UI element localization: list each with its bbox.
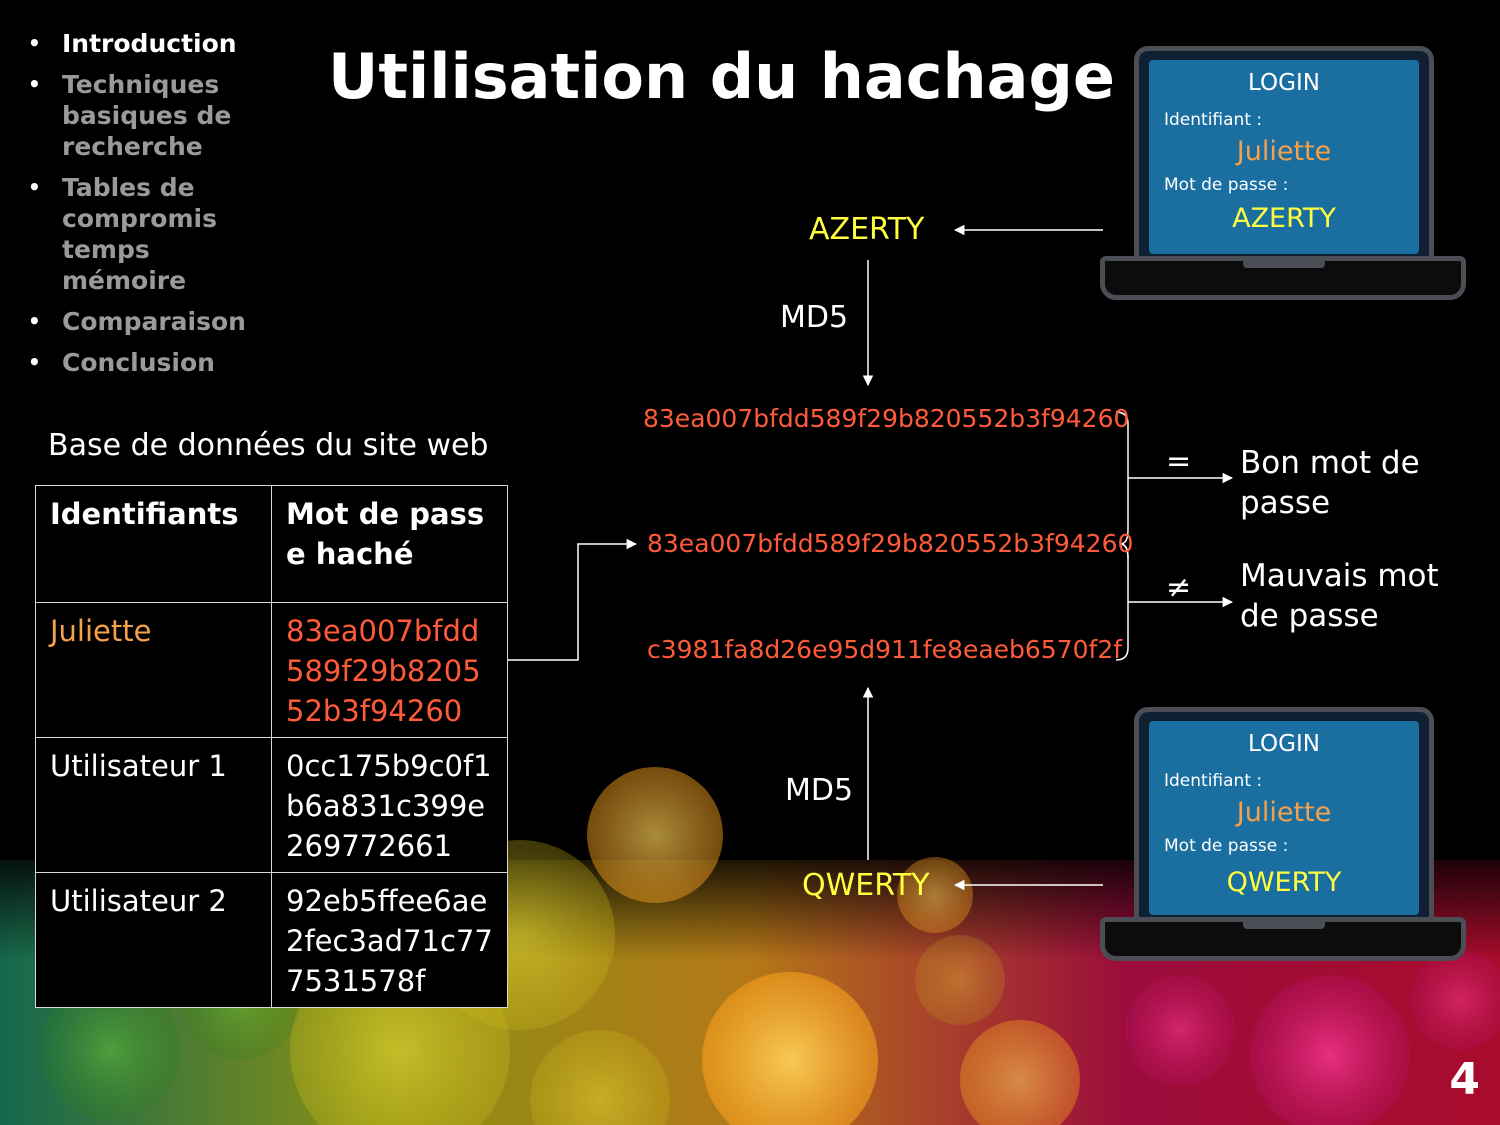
nav-item-label: Comparaison bbox=[62, 307, 246, 336]
nav-item-1[interactable]: • Techniques basiques de recherche bbox=[28, 69, 268, 162]
laptop-notch bbox=[1243, 256, 1325, 268]
laptop-login-qwerty: LOGIN Identifiant : Juliette Mot de pass… bbox=[1100, 707, 1470, 969]
top-md5-label: MD5 bbox=[780, 300, 849, 335]
row-hash-utilisateur-1: 0cc175b9c0f1b6a831c399e269772661 bbox=[271, 737, 508, 873]
bullet-icon: • bbox=[28, 72, 41, 96]
bottom-md5-label: MD5 bbox=[785, 773, 854, 808]
login-title: LOGIN bbox=[1248, 731, 1320, 757]
laptop-screen: LOGIN Identifiant : Juliette Mot de pass… bbox=[1149, 60, 1419, 254]
bullet-icon: • bbox=[28, 31, 41, 55]
brace-bottom bbox=[1115, 543, 1129, 661]
database-table: Identifiants Mot de passe haché Juliette… bbox=[35, 485, 508, 1008]
hash-middle: 83ea007bfdd589f29b820552b3f94260 bbox=[647, 529, 1134, 558]
nav-item-0[interactable]: • Introduction bbox=[28, 28, 268, 59]
top-password-label: AZERTY bbox=[809, 212, 925, 247]
good-password-result: Bon mot de passe bbox=[1240, 445, 1420, 521]
identifiant-value: Juliette bbox=[1236, 136, 1332, 167]
login-title: LOGIN bbox=[1248, 70, 1320, 96]
nav-item-2[interactable]: • Tables de compromis temps mémoire bbox=[28, 172, 268, 296]
nav-item-label: Introduction bbox=[62, 29, 237, 58]
row-id-juliette: Juliette bbox=[35, 602, 272, 738]
table-row: Utilisateur 1 0cc175b9c0f1b6a831c399e269… bbox=[35, 737, 508, 873]
equal-symbol: = bbox=[1166, 444, 1192, 479]
nav-item-4[interactable]: • Conclusion bbox=[28, 347, 268, 378]
laptop-screen: LOGIN Identifiant : Juliette Mot de pass… bbox=[1149, 721, 1419, 915]
table-row: Juliette 83ea007bfdd589f29b820552b3f9426… bbox=[35, 602, 508, 738]
identifiant-value: Juliette bbox=[1236, 797, 1332, 828]
laptop-notch bbox=[1243, 917, 1325, 929]
arrow-table-to-hash bbox=[508, 538, 638, 661]
page-number: 4 bbox=[1449, 1054, 1480, 1105]
row-id-utilisateur-2: Utilisateur 2 bbox=[35, 872, 272, 1008]
identifiant-label: Identifiant : bbox=[1164, 110, 1263, 130]
bottom-password-label: QWERTY bbox=[802, 868, 930, 903]
section-navigation: • Introduction • Techniques basiques de rec… bbox=[28, 28, 268, 388]
bullet-icon: • bbox=[28, 175, 41, 199]
row-hash-juliette: 83ea007bfdd589f29b820552b3f94260 bbox=[271, 602, 508, 738]
laptop-login-azerty: LOGIN Identifiant : Juliette Mot de pass… bbox=[1100, 46, 1470, 308]
not-equal-symbol: ≠ bbox=[1166, 570, 1192, 605]
bullet-icon: • bbox=[28, 350, 41, 374]
nav-item-label: Techniques basiques de recherche bbox=[62, 70, 232, 161]
hash-bottom: c3981fa8d26e95d911fe8eaeb6570f2f bbox=[647, 635, 1123, 664]
nav-item-label: Tables de compromis temps mémoire bbox=[62, 173, 217, 295]
slide-title: Utilisation du hachage bbox=[328, 40, 1115, 113]
table-header-row: Identifiants Mot de passe haché bbox=[35, 485, 508, 603]
bullet-icon: • bbox=[28, 309, 41, 333]
mot-de-passe-value: QWERTY bbox=[1226, 867, 1342, 898]
row-id-utilisateur-1: Utilisateur 1 bbox=[35, 737, 272, 873]
mot-de-passe-value: AZERTY bbox=[1232, 203, 1336, 234]
mot-de-passe-label: Mot de passe : bbox=[1164, 836, 1289, 856]
nav-item-3[interactable]: • Comparaison bbox=[28, 306, 268, 337]
hash-top: 83ea007bfdd589f29b820552b3f94260 bbox=[643, 404, 1130, 433]
identifiant-label: Identifiant : bbox=[1164, 771, 1263, 791]
header-mot-de-passe: Mot de passe haché bbox=[271, 485, 508, 603]
table-row: Utilisateur 2 92eb5ffee6ae2fec3ad71c7775… bbox=[35, 872, 508, 1008]
mot-de-passe-label: Mot de passe : bbox=[1164, 175, 1289, 195]
header-identifiants: Identifiants bbox=[35, 485, 272, 603]
database-caption: Base de données du site web bbox=[48, 428, 489, 463]
row-hash-utilisateur-2: 92eb5ffee6ae2fec3ad71c777531578f bbox=[271, 872, 508, 1008]
nav-item-label: Conclusion bbox=[62, 348, 215, 377]
bad-password-result: Mauvais mot de passe bbox=[1240, 558, 1439, 634]
